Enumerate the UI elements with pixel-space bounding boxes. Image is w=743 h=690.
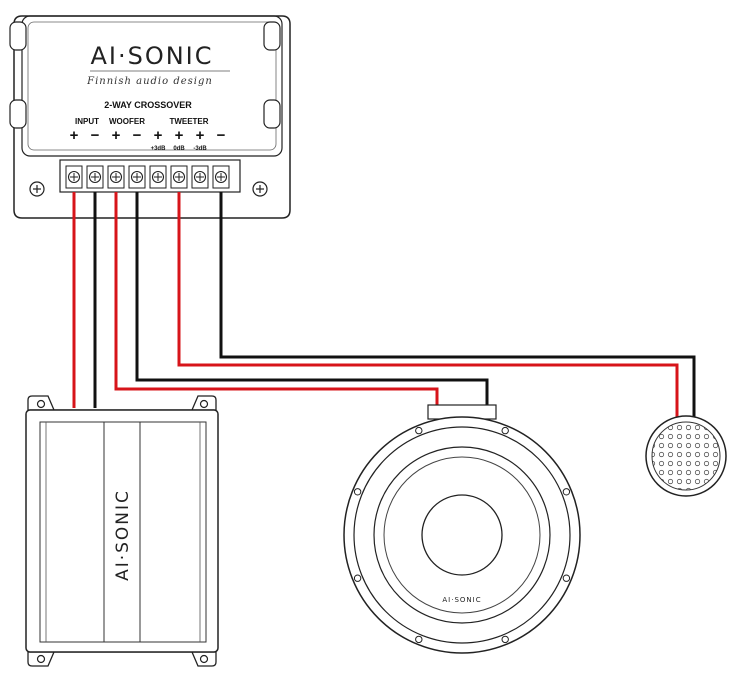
terminal-screw-icon bbox=[170, 165, 188, 189]
terminal-labels: +−+−++3dB+0dB+-3dB− bbox=[70, 127, 226, 152]
amplifier-brand-logo: AI·SONIC bbox=[113, 489, 133, 581]
label-woofer: WOOFER bbox=[109, 117, 145, 126]
terminal-screw-icon bbox=[65, 165, 83, 189]
wire-tweeter-negative bbox=[219, 192, 696, 418]
terminal-screw-icon bbox=[149, 165, 167, 189]
tweeter-speaker bbox=[645, 415, 727, 497]
mount-slot bbox=[263, 21, 281, 51]
woofer-surround bbox=[373, 446, 551, 624]
mount-hole bbox=[199, 399, 209, 409]
woofer-mount-hole bbox=[562, 574, 571, 582]
woofer-frame-ring bbox=[353, 426, 571, 644]
mount-hole bbox=[36, 654, 46, 664]
mount-hole bbox=[36, 399, 46, 409]
terminal-level-label: 0dB bbox=[173, 146, 185, 152]
crossover-title: 2-WAY CROSSOVER bbox=[104, 100, 192, 110]
woofer-mount-holes bbox=[353, 426, 571, 644]
terminal-polarity-label: + bbox=[70, 127, 79, 144]
terminal-screw-icon bbox=[191, 165, 209, 189]
crossover-unit: AI·SONIC Finnish audio design 2-WAY CROS… bbox=[9, 15, 291, 219]
terminal-screw-icon bbox=[86, 165, 104, 189]
screw-icon bbox=[252, 181, 268, 197]
mount-hole bbox=[199, 654, 209, 664]
label-tweeter: TWEETER bbox=[169, 117, 208, 126]
screw-icon bbox=[29, 181, 45, 197]
terminal-polarity-label: + bbox=[112, 127, 121, 144]
terminal-level-label: -3dB bbox=[193, 146, 207, 152]
amplifier-panel bbox=[39, 421, 207, 643]
mount-slot bbox=[9, 99, 27, 129]
crossover-cover-inner bbox=[27, 21, 277, 151]
terminal-screw-icon bbox=[128, 165, 146, 189]
terminal-polarity-label: + bbox=[196, 127, 205, 144]
woofer-mount-hole bbox=[353, 574, 362, 582]
woofer-speaker: AI·SONIC bbox=[343, 404, 581, 654]
terminal-screw-icon bbox=[107, 165, 125, 189]
woofer-brand-logo: AI·SONIC bbox=[442, 596, 481, 604]
crossover-cover bbox=[21, 15, 283, 157]
terminal-level-label: +3dB bbox=[151, 146, 167, 152]
crossover-brand-logo: AI·SONIC bbox=[90, 42, 213, 70]
terminal-polarity-label: − bbox=[217, 127, 226, 144]
terminal-polarity-label: − bbox=[133, 127, 142, 144]
terminal-screw-icon bbox=[212, 165, 230, 189]
terminal-polarity-label: + bbox=[154, 127, 163, 144]
amplifier-body bbox=[25, 409, 219, 653]
wire-tweeter-positive bbox=[177, 192, 679, 418]
woofer-cone-edge bbox=[383, 456, 541, 614]
amplifier-flange-top bbox=[27, 395, 217, 411]
woofer-mount-hole bbox=[562, 488, 571, 496]
tweeter-grille bbox=[651, 421, 721, 491]
amplifier-flange-bottom bbox=[27, 651, 217, 667]
crossover-tagline: Finnish audio design bbox=[86, 76, 213, 87]
woofer-mount-hole bbox=[501, 426, 509, 435]
woofer-mount-hole bbox=[415, 635, 423, 644]
woofer-mount-hole bbox=[353, 488, 362, 496]
mount-slot bbox=[9, 21, 27, 51]
woofer-dust-cap bbox=[421, 494, 503, 576]
wires bbox=[72, 192, 696, 418]
woofer-mount-hole bbox=[415, 426, 423, 435]
mount-slot bbox=[263, 99, 281, 129]
label-input: INPUT bbox=[75, 117, 99, 126]
terminal-screws bbox=[65, 165, 230, 189]
terminal-polarity-label: + bbox=[175, 127, 184, 144]
wire-woofer-positive bbox=[114, 192, 439, 418]
woofer-mount-hole bbox=[501, 635, 509, 644]
terminal-polarity-label: − bbox=[91, 127, 100, 144]
amplifier: AI·SONIC bbox=[25, 395, 219, 667]
wire-woofer-negative bbox=[135, 192, 489, 418]
